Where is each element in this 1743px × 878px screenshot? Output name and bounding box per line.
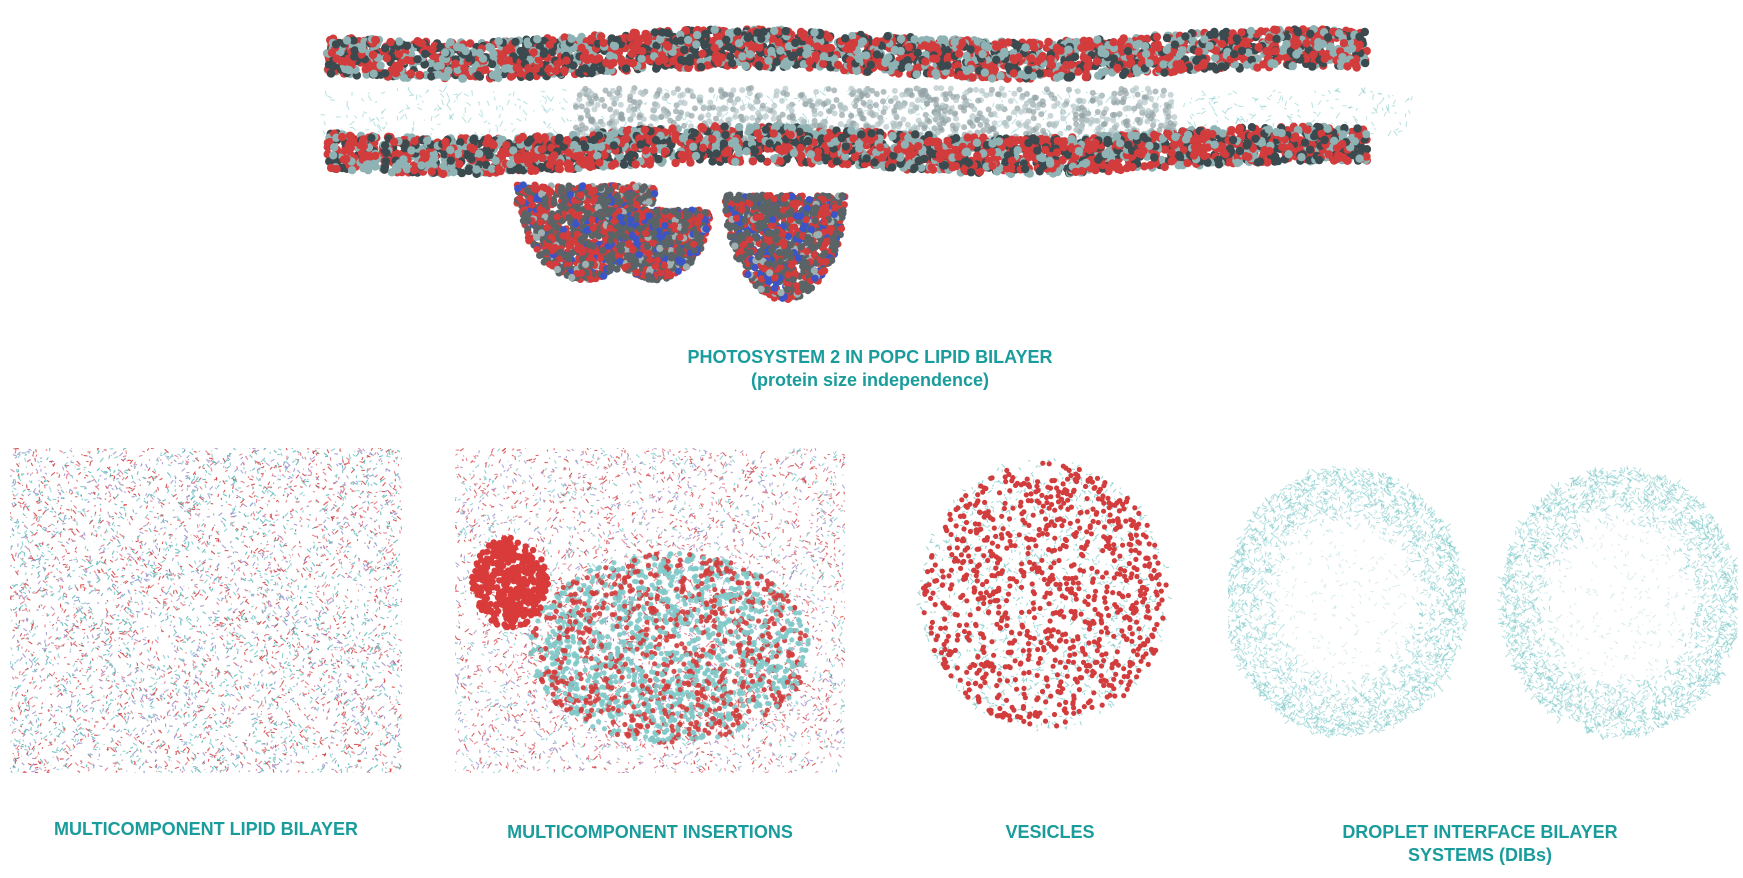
photosystem-render [320,25,1413,303]
dib-render [1228,465,1738,741]
multicomponent-insertions-image [455,448,845,773]
multicomponent-insertions-caption: MULTICOMPONENT INSERTIONS [440,821,860,844]
multicomponent-insertions-render [455,448,845,773]
multicomponent-insertions-title: MULTICOMPONENT INSERTIONS [440,821,860,844]
dibs-caption: DROPLET INTERFACE BILAYER SYSTEMS (DIBs) [1280,821,1680,867]
multicomponent-bilayer-title: MULTICOMPONENT LIPID BILAYER [0,818,412,841]
dibs-title-line2: SYSTEMS (DIBs) [1280,844,1680,867]
vesicle-render [916,457,1172,732]
multicomponent-bilayer-image [10,448,402,773]
photosystem-image [315,10,1425,340]
photosystem-title: PHOTOSYSTEM 2 IN POPC LIPID BILAYER [570,346,1170,369]
multicomponent-bilayer-caption: MULTICOMPONENT LIPID BILAYER [0,818,412,841]
vesicles-caption: VESICLES [950,821,1150,844]
photosystem-subtitle: (protein size independence) [570,369,1170,392]
dibs-title-line1: DROPLET INTERFACE BILAYER [1280,821,1680,844]
vesicle-image [915,455,1175,740]
dib-image [1228,460,1738,745]
photosystem-caption: PHOTOSYSTEM 2 IN POPC LIPID BILAYER (pro… [570,346,1170,392]
multicomponent-bilayer-render [10,448,402,773]
vesicles-title: VESICLES [950,821,1150,844]
